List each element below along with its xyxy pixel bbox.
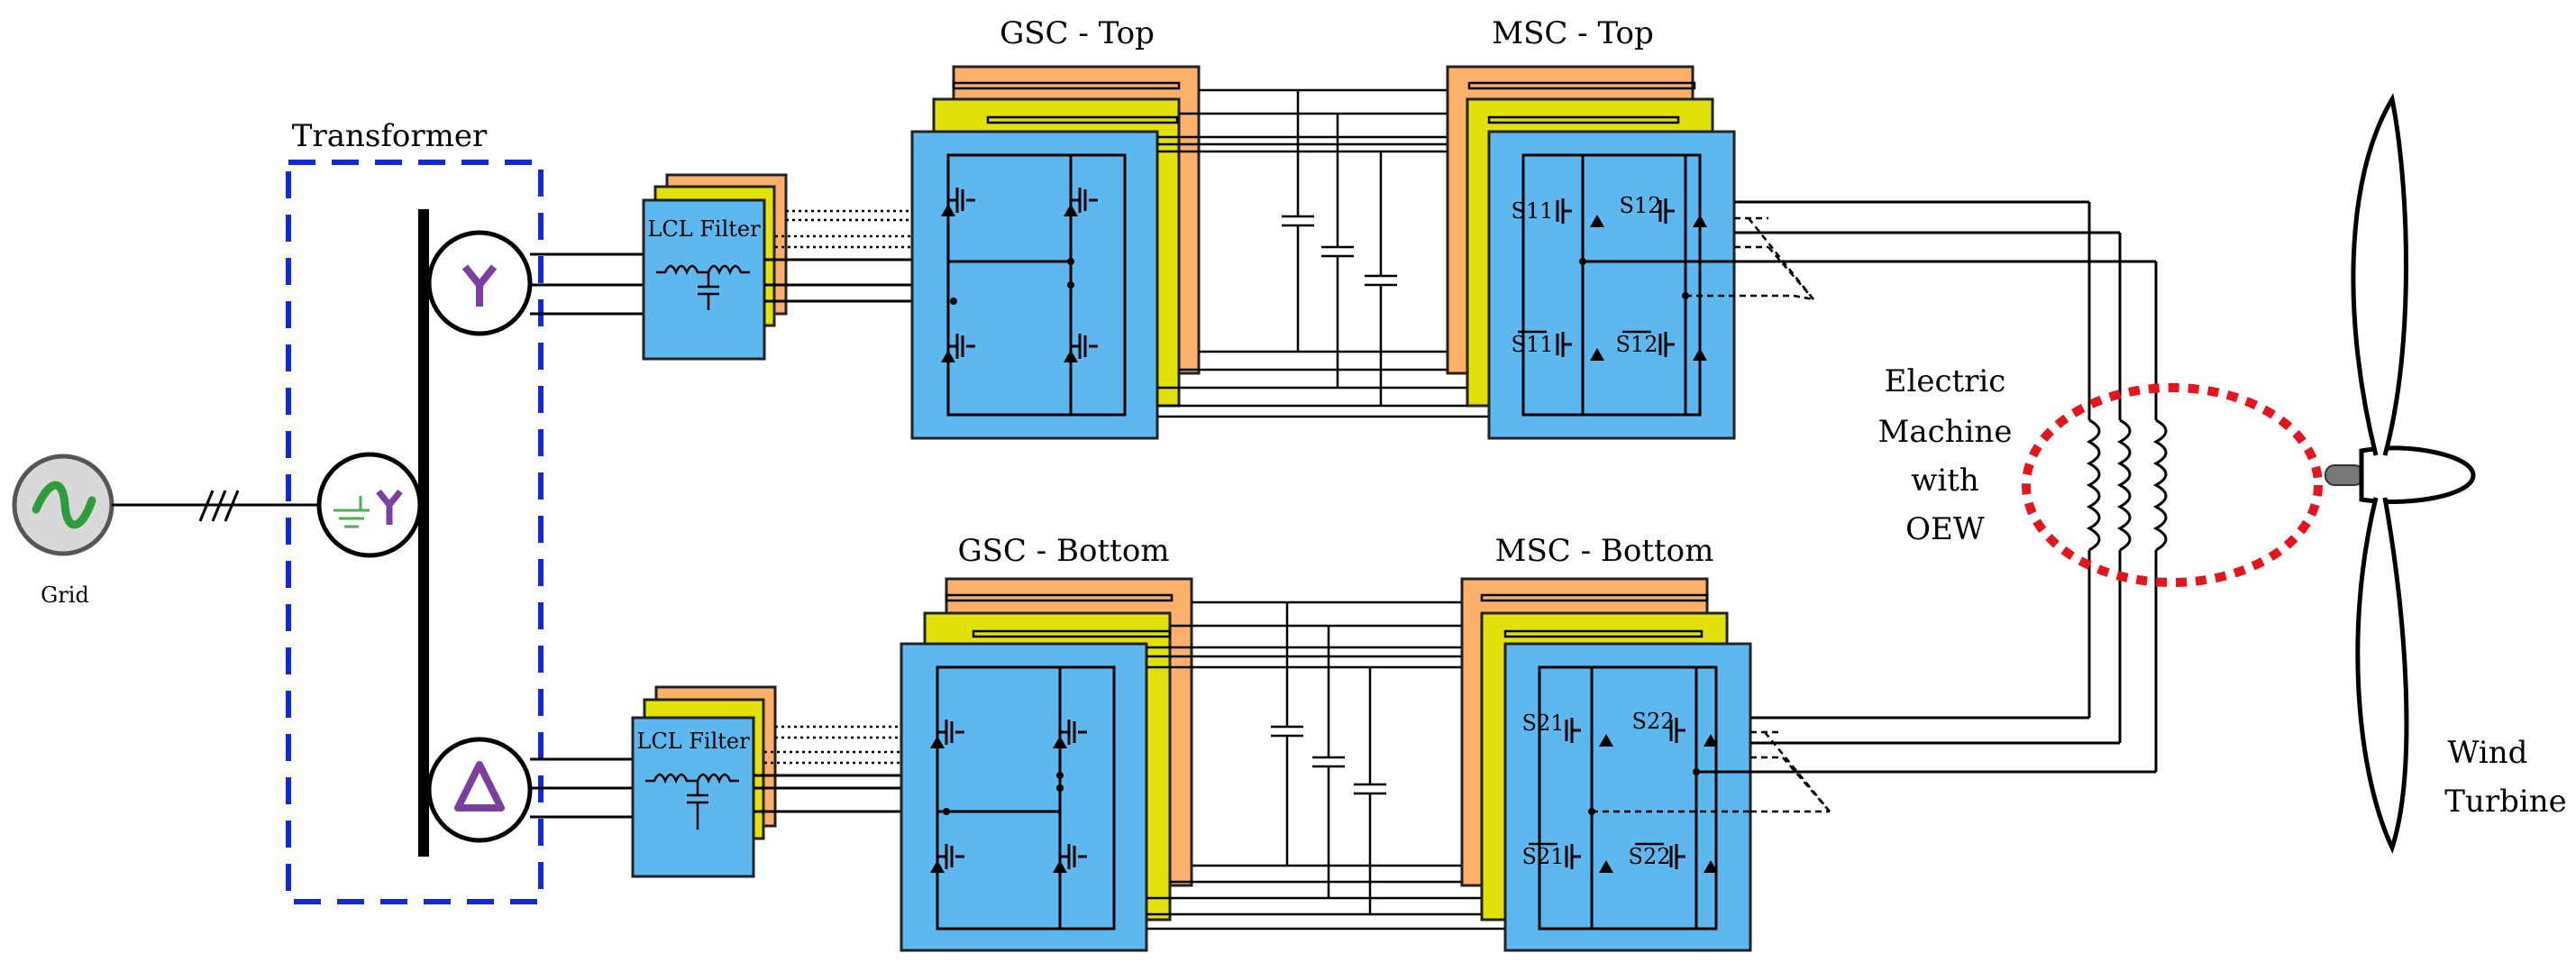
machine-label: Electric Machine with OEW: [1878, 363, 2013, 547]
transformer-label: Transformer: [292, 118, 488, 154]
switch-label-s12-bar: S12: [1616, 332, 1658, 357]
inductor-icon: [656, 264, 750, 276]
inductor-icon: [2152, 418, 2168, 552]
igbt-switch-icon: [1556, 198, 1604, 231]
switch-label-s22-bar: S22: [1629, 844, 1671, 869]
igbt-switch-icon: [930, 720, 964, 748]
gsc-top-label: GSC - Top: [1000, 15, 1155, 51]
igbt-switch-icon: [1064, 334, 1098, 362]
igbt-switch-icon: [930, 844, 964, 873]
transformer-boundary: [286, 160, 544, 904]
gsc-bottom-label: GSC - Bottom: [957, 533, 1169, 569]
machine-windings: [2086, 202, 2168, 772]
msc-bottom-label: MSC - Bottom: [1495, 533, 1714, 569]
igbt-switch-icon: [941, 334, 975, 362]
switch-label-s21-bar: S21: [1522, 844, 1565, 869]
igbt-switch-icon: [1053, 720, 1087, 748]
igbt-switch-icon: [1556, 332, 1604, 361]
igbt-switch-icon: [1064, 188, 1098, 216]
lcl-filter-top: LCL Filter: [642, 173, 788, 361]
igbt-switch-icon: [941, 188, 975, 216]
grounded-wye-icon: [316, 452, 423, 558]
msc-top-output-wires: [1685, 200, 2156, 301]
gsc-bottom-converter: [900, 577, 1193, 952]
switch-label-s11-bar: S11: [1512, 332, 1554, 357]
msc-bottom-converter: S21 S22 S21 S22: [1460, 577, 1752, 952]
switch-label-s11: S11: [1512, 198, 1554, 224]
igbt-switch-icon: [1669, 718, 1718, 747]
svg-text:with: with: [1911, 463, 1979, 499]
igbt-switch-icon: [1053, 844, 1087, 873]
lcl-filter-bottom: LCL Filter: [631, 685, 777, 878]
lcl-filter-top-label: LCL Filter: [647, 216, 761, 242]
igbt-switch-icon: [1658, 198, 1707, 227]
wind-turbine-icon: [2325, 93, 2476, 854]
three-phase-marker: [198, 490, 240, 522]
svg-text:Machine: Machine: [1878, 414, 2013, 450]
svg-text:OEW: OEW: [1905, 511, 1985, 547]
svg-text:Electric: Electric: [1885, 363, 2006, 399]
machine-highlight-circle: [2022, 383, 2323, 587]
igbt-switch-icon: [1565, 718, 1613, 747]
transformer-bottom-wires: [530, 757, 633, 819]
transformer-top-wires: [530, 252, 644, 316]
grid-source-icon: [12, 454, 114, 556]
svg-text:Wind: Wind: [2448, 735, 2528, 771]
wye-winding-icon: [426, 230, 533, 336]
msc-bottom-output-wires: [1750, 716, 2156, 813]
inductor-icon: [645, 773, 739, 784]
dc-link-bottom: [1146, 601, 1505, 931]
switch-label-s21: S21: [1522, 711, 1565, 736]
delta-winding-icon: [426, 737, 533, 843]
svg-text:Turbine: Turbine: [2444, 784, 2567, 820]
switch-label-s22: S22: [1632, 709, 1675, 734]
msc-top-label: MSC - Top: [1492, 15, 1654, 51]
switch-label-s12: S12: [1620, 193, 1662, 218]
igbt-switch-icon: [1669, 844, 1718, 873]
gsc-top-converter: [910, 65, 1201, 440]
dc-link-top: [1157, 88, 1489, 418]
msc-top-converter: S11 S12 S11 S12: [1446, 65, 1736, 440]
igbt-switch-icon: [1565, 844, 1613, 873]
wind-turbine-label: Wind Turbine: [2444, 735, 2567, 820]
grid-label: Grid: [41, 582, 89, 608]
inductor-icon: [2086, 418, 2101, 552]
inductor-icon: [2116, 418, 2132, 552]
lcl-filter-bottom-label: LCL Filter: [636, 729, 750, 754]
igbt-switch-icon: [1658, 332, 1707, 361]
